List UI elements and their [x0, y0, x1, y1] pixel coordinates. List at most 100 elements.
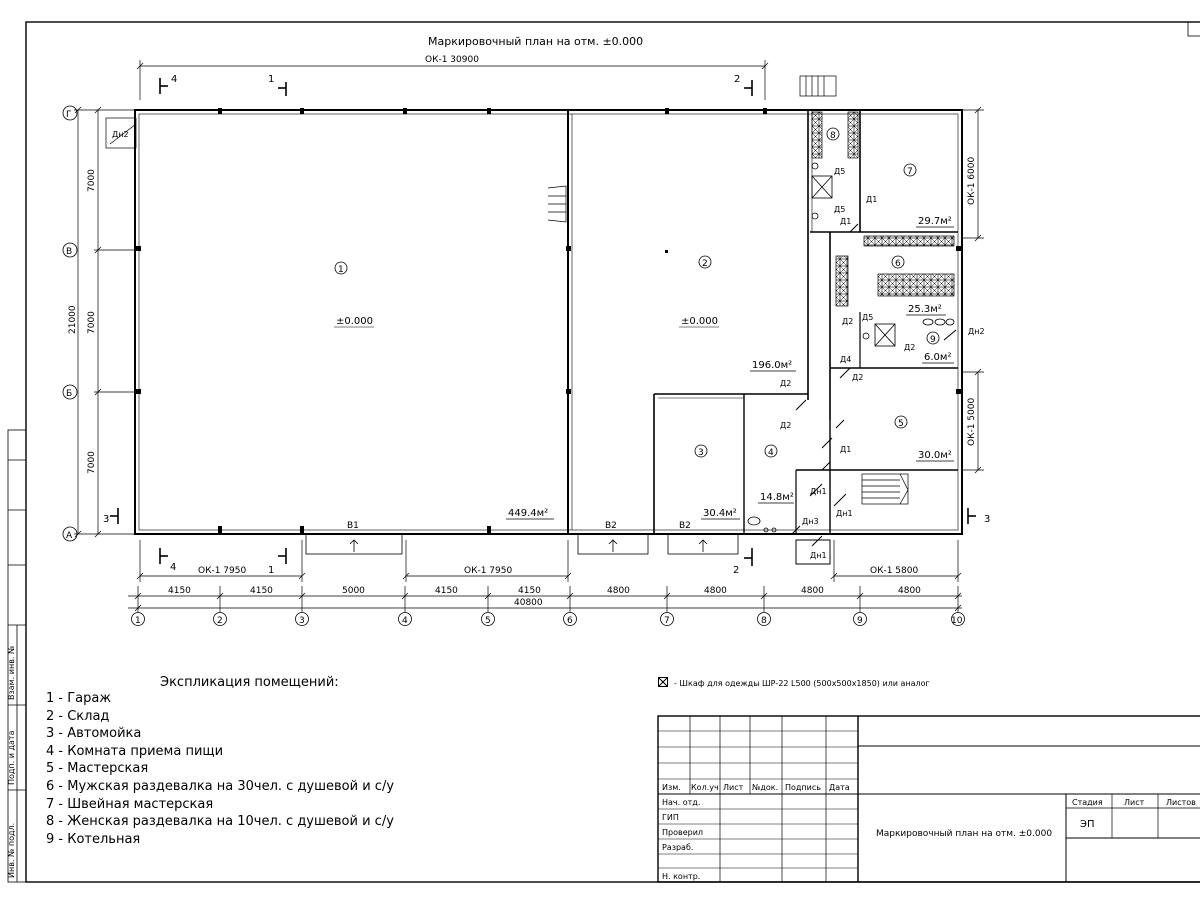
column-dim: 4150: [168, 586, 191, 596]
column-axis-label: 6: [567, 616, 573, 626]
room-number: 9: [930, 335, 936, 345]
door-label: Д2: [780, 421, 791, 430]
row-dim: 7000: [87, 451, 97, 474]
gate-openings: [305, 533, 739, 555]
door-label: Д2: [852, 373, 863, 382]
column-axis-label: 4: [402, 616, 408, 626]
plan-title: Маркировочный план на отм. ±0.000: [428, 35, 643, 48]
fixtures: [747, 162, 955, 533]
legend-text: - Шкаф для одежды ШР-22 L500 (500х500х18…: [674, 679, 930, 688]
stamp-header: Изм.: [662, 783, 681, 792]
column-dim: 4800: [607, 586, 630, 596]
right-dimensions: [962, 106, 984, 474]
door-label: Д1: [866, 195, 877, 204]
stamp-stage-label: Стадия: [1072, 798, 1103, 807]
stamp-role: Проверил: [662, 828, 703, 837]
door-label: Д2: [904, 343, 915, 352]
window-dim: ОК-1 7950: [464, 566, 512, 576]
section-mark: 1: [268, 565, 274, 576]
row-axis-label: Г: [66, 110, 72, 120]
room-markers: [334, 127, 940, 458]
window-dim: ОК-1 5000: [967, 398, 977, 446]
section-mark: 1: [268, 74, 274, 85]
side-stamp: [7, 429, 27, 883]
stamp-sheets-label: Листов: [1166, 798, 1196, 807]
door-label: Дн1: [810, 487, 827, 496]
column-axis-label: 2: [217, 616, 223, 626]
room-area: 14.8м²: [760, 492, 794, 503]
column-dim: 5000: [342, 586, 365, 596]
door-label: Д1: [840, 217, 851, 226]
side-stamp-label: Подп. и дата: [7, 730, 16, 785]
stamp-stage-value: ЭП: [1080, 819, 1095, 830]
room-area: 196.0м²: [752, 360, 792, 371]
room-number: 4: [768, 448, 774, 458]
stamp-drawing-title: Маркировочный план на отм. ±0.000: [876, 829, 1052, 839]
door-label: Д1: [840, 445, 851, 454]
column-axis-label: 5: [485, 616, 491, 626]
window-dim: ОК-1 6000: [967, 157, 977, 205]
door-label: Д5: [834, 205, 845, 214]
section-mark: 3: [984, 514, 990, 525]
gate-label: В1: [347, 521, 359, 531]
column-axis-label: 9: [857, 616, 863, 626]
elevation-mark: ±0.000: [336, 316, 373, 327]
list-item: 8 - Женская раздевалка на 10чел. с душев…: [46, 814, 394, 830]
room-area: 25.3м²: [908, 304, 942, 315]
stamp-header: №док.: [752, 783, 778, 792]
stairs: [105, 75, 909, 505]
room-area: 29.7м²: [918, 216, 952, 227]
wardrobe-icon: [658, 677, 668, 687]
stamp-role: Нач. отд.: [662, 798, 700, 807]
stamp-role: Н. контр.: [662, 872, 700, 881]
overall-dim-top-label: ОК-1 30900: [425, 55, 479, 65]
wardrobe-legend: - Шкаф для одежды ШР-22 L500 (500х500х18…: [658, 677, 930, 688]
row-axis-label: А: [66, 531, 73, 541]
column-axis-markers: [131, 612, 965, 626]
room-number: 1: [338, 265, 344, 275]
row-dim: 7000: [87, 311, 97, 334]
stamp-role: ГИП: [662, 813, 679, 822]
door-label: Дн2: [968, 327, 985, 336]
section-mark: 3: [103, 514, 109, 525]
column-axis-label: 8: [761, 616, 767, 626]
section-mark: 2: [734, 74, 740, 85]
list-item: 2 - Склад: [46, 708, 110, 724]
room-number: 3: [698, 448, 704, 458]
door-label: Дн1: [836, 509, 853, 518]
row-axis-markers: [62, 105, 78, 542]
list-item: 1 - Гараж: [46, 691, 112, 706]
explication-title: Экспликация помещений:: [160, 675, 339, 690]
row-axis-label: В: [66, 247, 72, 257]
room-area: 30.4м²: [703, 508, 737, 519]
column-axis-label: 3: [299, 616, 305, 626]
column-axis-label: 10: [951, 616, 963, 626]
stamp-sheet-label: Лист: [1124, 798, 1145, 807]
door-swings: [791, 223, 957, 565]
building-outline: [134, 109, 963, 535]
door-label: Дн2: [112, 130, 129, 139]
door-label: Д2: [842, 317, 853, 326]
room-areas: 449.4м² 196.0м² 30.4м² 14.8м² 30.0м² 25.…: [506, 216, 954, 520]
section-marks: [110, 78, 976, 566]
door-label: Дн1: [810, 551, 827, 560]
column-axis-label: 7: [664, 616, 670, 626]
door-label: Д2: [780, 379, 791, 388]
side-stamp-label: Взам. инв. №: [7, 645, 16, 700]
column-axis-label: 1: [135, 616, 141, 626]
window-dim: ОК-1 5800: [870, 566, 918, 576]
stamp-header: Лист: [723, 783, 744, 792]
bottom-axis-dimensions: [128, 586, 962, 612]
door-label: Д4: [840, 355, 851, 364]
title-block: [657, 715, 1200, 883]
room-number: 6: [895, 259, 901, 269]
stamp-header: Дата: [829, 783, 850, 792]
column-dim: 4150: [435, 586, 458, 596]
stamp-header: Кол.уч: [691, 783, 719, 792]
door-label: Д5: [834, 167, 845, 176]
room-number: 5: [898, 419, 904, 429]
side-stamp-label: Инв. № подл.: [7, 823, 16, 878]
row-dim: 7000: [87, 169, 97, 192]
